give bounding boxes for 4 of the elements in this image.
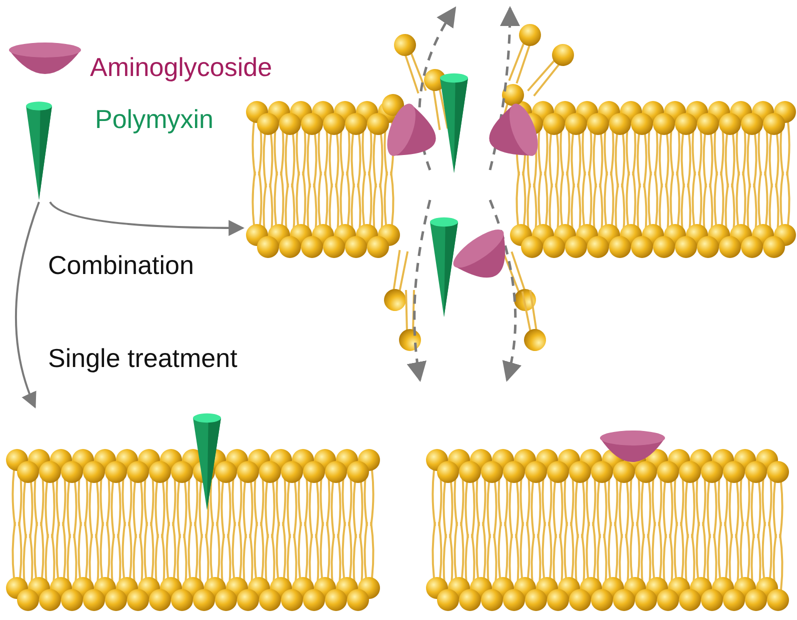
- arrow: [15, 202, 40, 408]
- drug-name: Polymyxin: [95, 104, 214, 135]
- drug-name: Aminoglycoside: [90, 52, 272, 83]
- arrow: [49, 201, 245, 236]
